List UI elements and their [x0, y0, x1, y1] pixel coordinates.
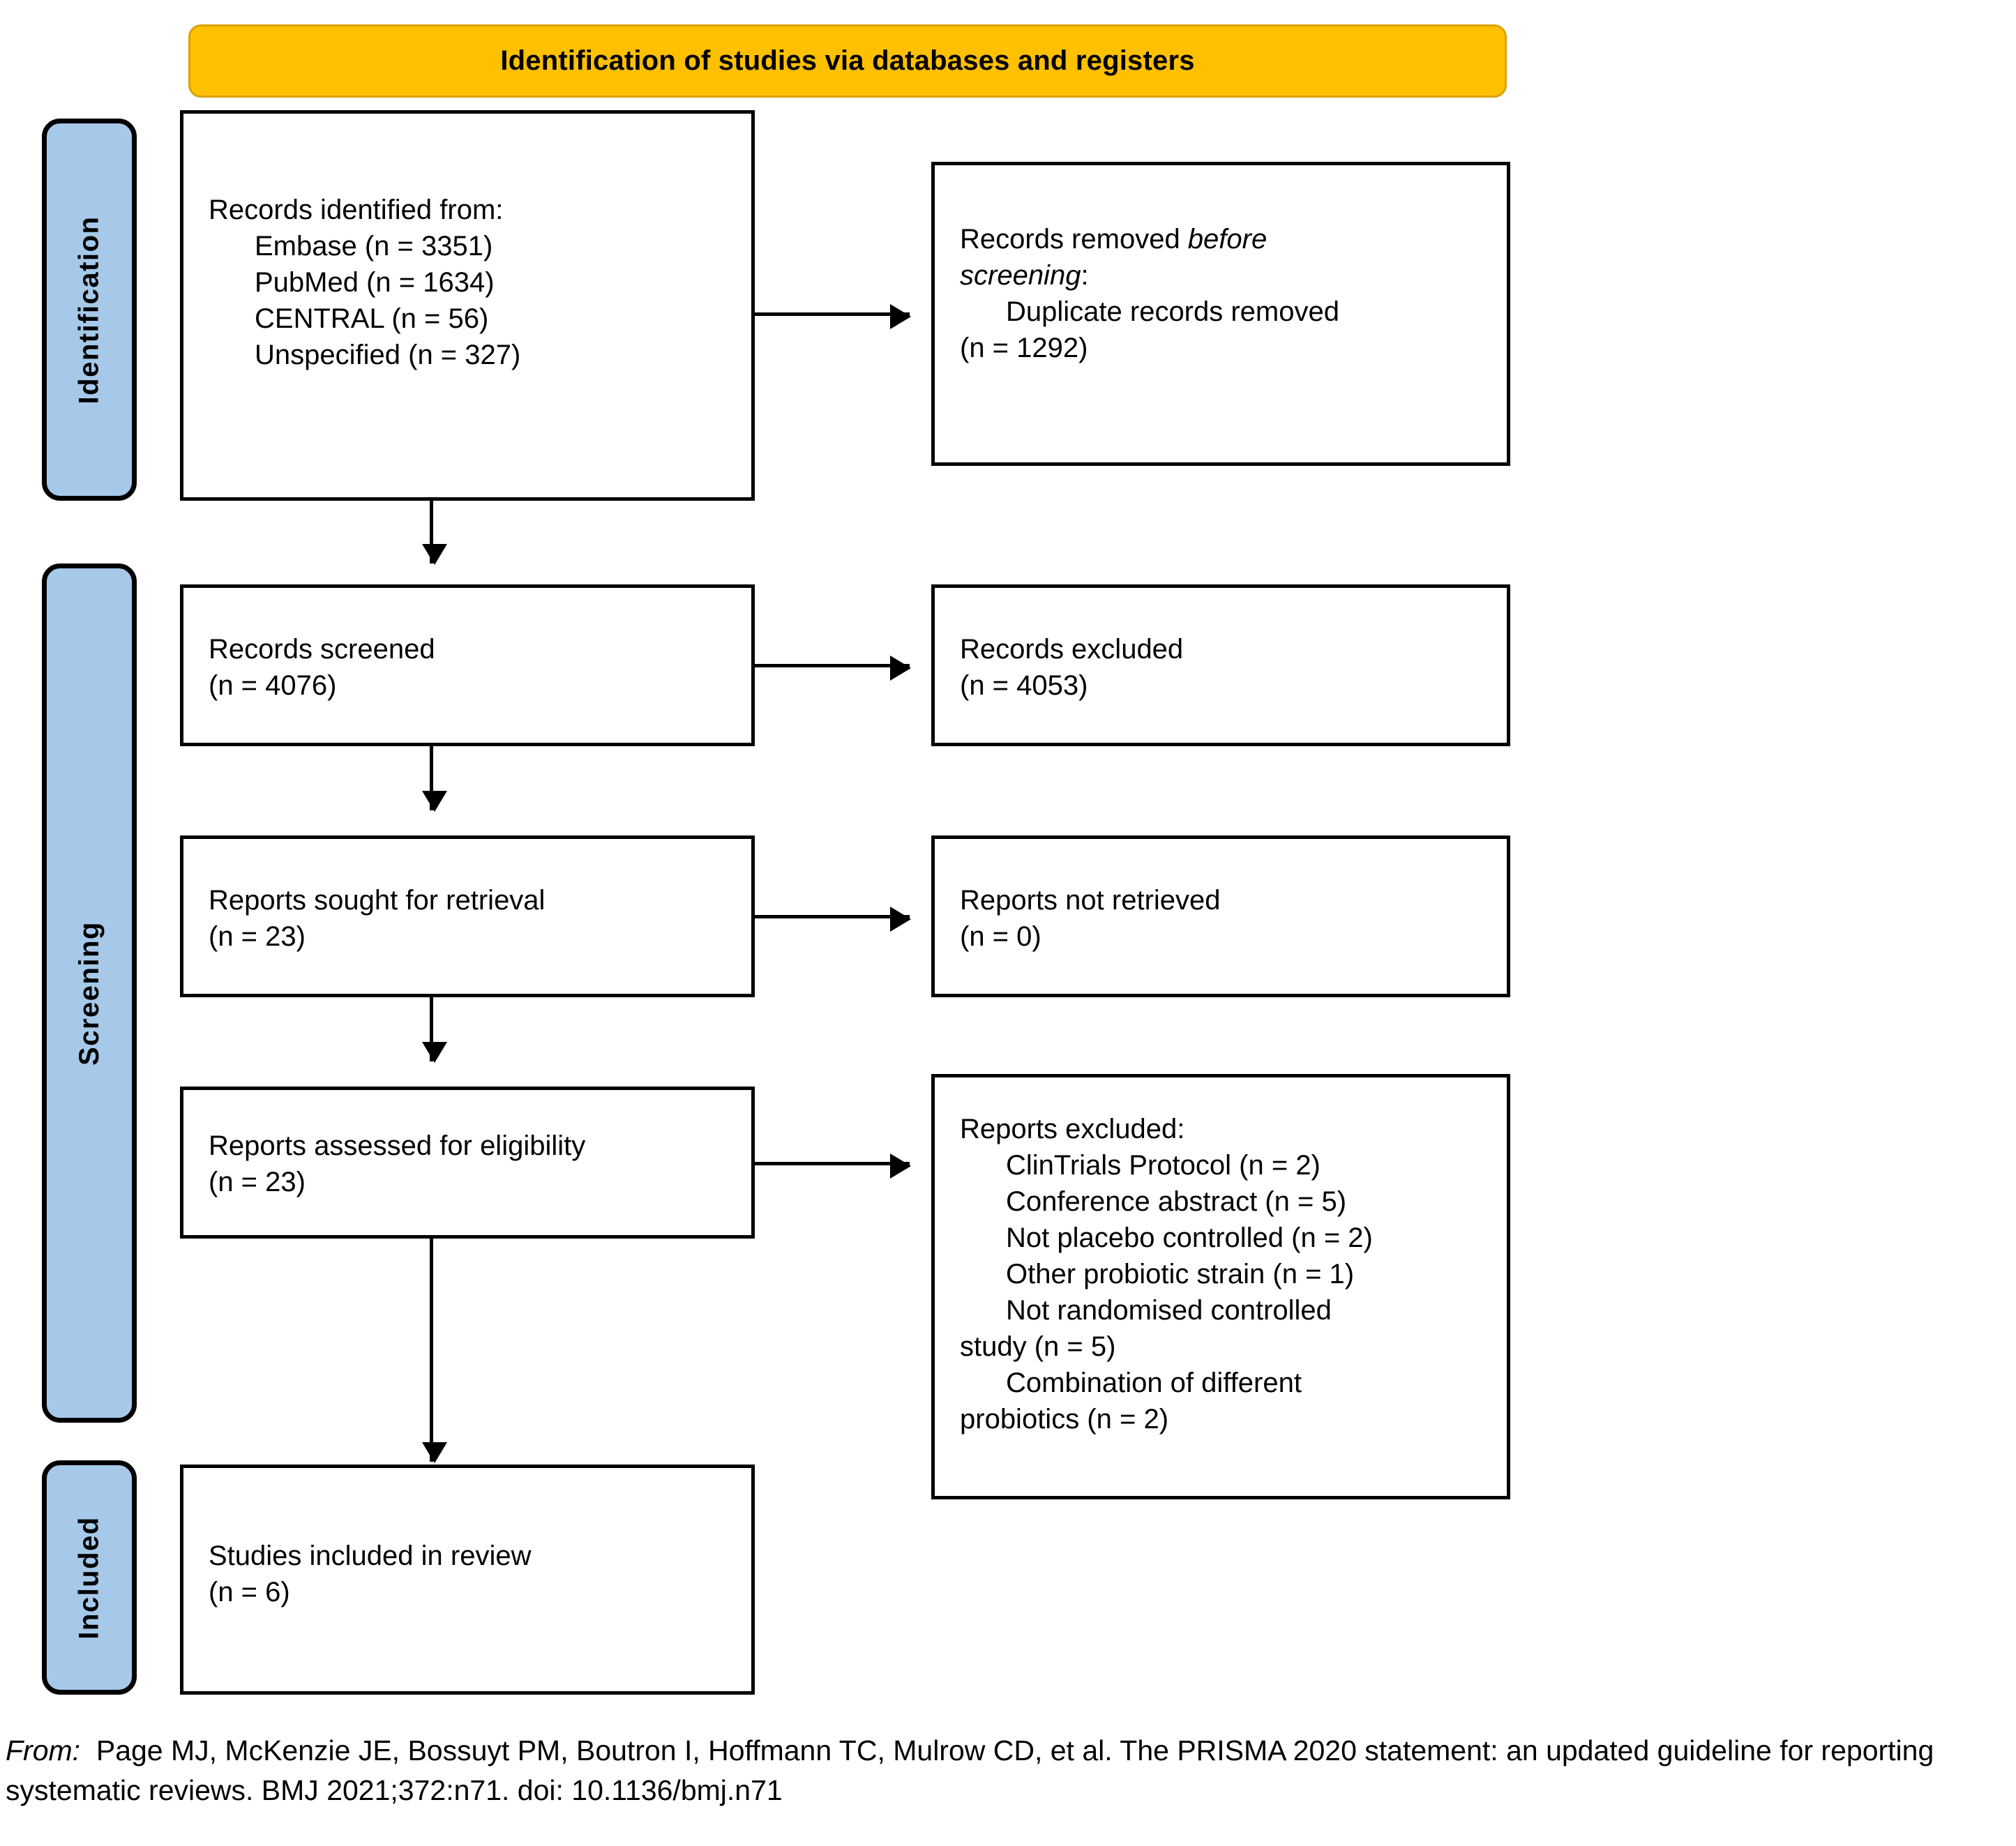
- arrow-sought-to-not-retrieved: [755, 907, 911, 932]
- arrow-assessed-to-included: [422, 1239, 447, 1463]
- phase-band-identification: Identification: [42, 119, 137, 501]
- reports-excluded-reason-clintrials: ClinTrials Protocol (n = 2): [1006, 1150, 1321, 1181]
- records-screened-count: (n = 4076): [209, 670, 337, 701]
- reports-excluded-reason-conference-abstract: Conference abstract (n = 5): [1006, 1186, 1347, 1217]
- footer-citation: From: Page MJ, McKenzie JE, Bossuyt PM, …: [6, 1731, 2008, 1811]
- records-removed-heading-line2: screening:: [960, 257, 1489, 294]
- banner-title: Identification of studies via databases …: [500, 45, 1195, 76]
- reports-excluded-reason-other-probiotic-strain: Other probiotic strain (n = 1): [1006, 1259, 1355, 1289]
- box-records-identified: Records identified from: Embase (n = 335…: [180, 110, 755, 501]
- studies-included-count: (n = 6): [209, 1577, 290, 1607]
- phase-label-included: Included: [73, 1515, 105, 1640]
- diagram-header-banner: Identification of studies via databases …: [188, 24, 1507, 98]
- arrow-sought-to-assessed: [422, 997, 447, 1063]
- arrow-screened-to-excluded: [755, 656, 911, 681]
- reports-excluded-reason-not-rct-line2: study (n = 5): [960, 1331, 1116, 1362]
- reports-sought-count: (n = 23): [209, 921, 306, 952]
- records-excluded-count: (n = 4053): [960, 670, 1088, 701]
- arrow-screened-to-sought: [422, 746, 447, 812]
- arrow-identified-to-removed: [755, 304, 911, 329]
- box-records-screened: Records screened (n = 4076): [180, 584, 755, 746]
- records-screened-label: Records screened: [209, 634, 435, 665]
- arrow-assessed-to-excluded: [755, 1153, 911, 1179]
- reports-not-retrieved-count: (n = 0): [960, 921, 1041, 952]
- box-reports-not-retrieved: Reports not retrieved (n = 0): [931, 835, 1510, 997]
- records-removed-item-duplicates: Duplicate records removed: [1006, 296, 1339, 327]
- box-reports-excluded: Reports excluded: ClinTrials Protocol (n…: [931, 1074, 1510, 1499]
- records-identified-source-unspecified: Unspecified (n = 327): [255, 340, 521, 370]
- reports-excluded-reason-combination-line1: Combination of different: [1006, 1368, 1302, 1398]
- box-studies-included-in-review: Studies included in review (n = 6): [180, 1465, 755, 1695]
- records-identified-source-central: CENTRAL (n = 56): [255, 303, 489, 334]
- reports-excluded-heading: Reports excluded:: [960, 1114, 1185, 1144]
- reports-sought-label: Reports sought for retrieval: [209, 885, 546, 916]
- footer-citation-text: Page MJ, McKenzie JE, Bossuyt PM, Boutro…: [6, 1734, 1934, 1807]
- records-removed-item-duplicates-count: (n = 1292): [960, 333, 1088, 363]
- records-removed-heading-italic-screening: screening: [960, 260, 1081, 291]
- records-identified-heading: Records identified from:: [209, 195, 504, 225]
- phase-label-identification: Identification: [73, 215, 105, 404]
- phase-band-screening: Screening: [42, 563, 137, 1423]
- records-identified-source-pubmed: PubMed (n = 1634): [255, 267, 495, 298]
- phase-label-screening: Screening: [73, 921, 105, 1066]
- arrow-identified-to-screened: [422, 501, 447, 565]
- phase-band-included: Included: [42, 1460, 137, 1695]
- reports-not-retrieved-label: Reports not retrieved: [960, 885, 1221, 916]
- reports-assessed-count: (n = 23): [209, 1167, 306, 1197]
- reports-assessed-label: Reports assessed for eligibility: [209, 1130, 586, 1161]
- box-reports-sought-for-retrieval: Reports sought for retrieval (n = 23): [180, 835, 755, 997]
- studies-included-label: Studies included in review: [209, 1541, 532, 1571]
- footer-from-label: From:: [6, 1734, 81, 1766]
- reports-excluded-reason-not-placebo-controlled: Not placebo controlled (n = 2): [1006, 1223, 1373, 1253]
- reports-excluded-reason-not-rct-line1: Not randomised controlled: [1006, 1295, 1332, 1326]
- box-reports-assessed-for-eligibility: Reports assessed for eligibility (n = 23…: [180, 1087, 755, 1239]
- records-removed-heading-italic-before: before: [1187, 224, 1267, 255]
- reports-excluded-reason-combination-line2: probiotics (n = 2): [960, 1404, 1169, 1435]
- box-records-excluded: Records excluded (n = 4053): [931, 584, 1510, 746]
- records-identified-source-embase: Embase (n = 3351): [255, 231, 493, 262]
- records-removed-heading: Records removed before: [960, 221, 1489, 257]
- records-removed-heading-text: Records removed: [960, 224, 1188, 255]
- records-excluded-label: Records excluded: [960, 634, 1184, 665]
- box-records-removed-before-screening: Records removed before screening: Duplic…: [931, 162, 1510, 466]
- records-removed-heading-colon: :: [1081, 260, 1089, 291]
